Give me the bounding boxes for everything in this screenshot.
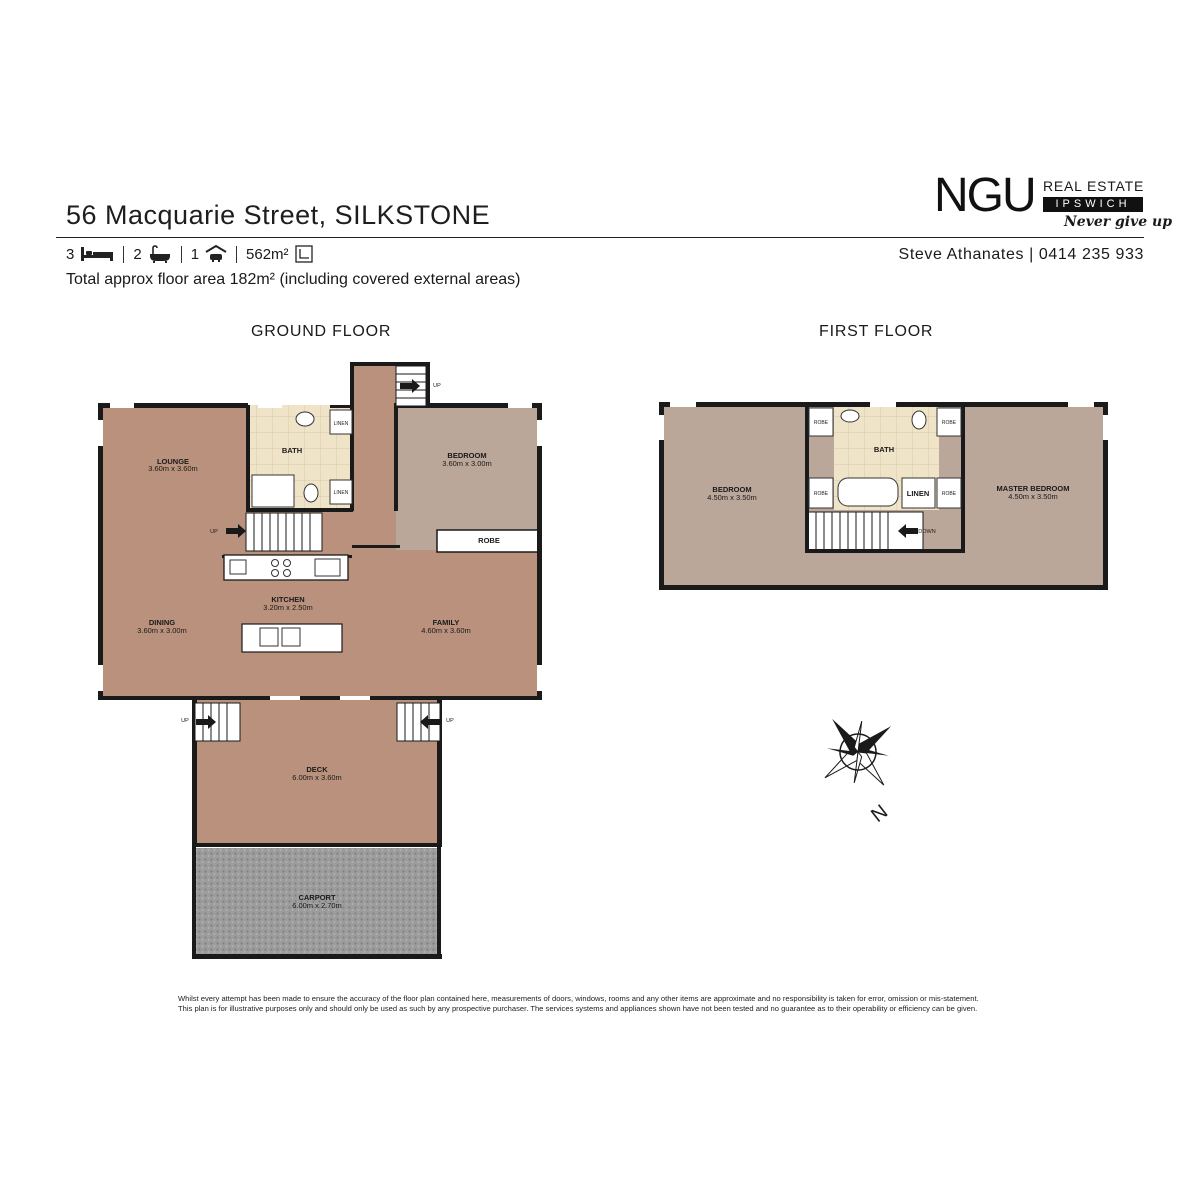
room-name-deck: DECK	[306, 765, 328, 774]
room-size-deck: 6.00m x 3.60m	[292, 773, 342, 782]
room-size-bedroom-f: 4.50m x 3.50m	[707, 493, 757, 502]
bed-count: 3	[66, 245, 75, 263]
robe-f1-box	[808, 407, 834, 437]
property-stats: 3 2 1 562m²	[66, 245, 313, 263]
kitchen-island	[241, 623, 343, 653]
room-size-kitchen: 3.20m x 2.50m	[263, 603, 313, 612]
room-name-robe-f3: ROBE	[814, 491, 829, 497]
linen-cupboard-2	[329, 479, 353, 505]
brand-logo: NGU	[934, 169, 1037, 222]
first-floor-label: FIRST FLOOR	[819, 323, 934, 340]
compass-icon	[824, 718, 892, 786]
room-name-lounge: LOUNGE	[157, 457, 189, 466]
bathtub-fixture	[837, 477, 899, 507]
robe-f2-box	[936, 407, 962, 437]
oven-icon	[229, 559, 247, 575]
disclaimer-line-2: This plan is for illustrative purposes o…	[178, 1004, 978, 1013]
car-garage-icon	[205, 245, 227, 262]
room-name-robe-f1: ROBE	[814, 420, 829, 426]
disclaimer-line-1: Whilst every attempt has been made to en…	[178, 994, 979, 1003]
toilet-icon	[303, 483, 319, 503]
stair-label-up-deck-right: UP	[446, 718, 454, 724]
basin-icon	[295, 411, 315, 427]
room-name-robe-f4: ROBE	[942, 491, 957, 497]
room-name-master: MASTER BEDROOM	[997, 484, 1070, 493]
room-size-bedroom-g: 3.60m x 3.00m	[442, 459, 492, 468]
car-count: 1	[190, 245, 200, 263]
disclaimer: Whilst every attempt has been made to en…	[178, 994, 1038, 1014]
arrow-icon	[400, 379, 420, 393]
total-floor-area: Total approx floor area 182m² (including…	[66, 271, 521, 288]
bathtub-icon	[149, 245, 170, 263]
carport-gravel	[195, 848, 440, 954]
room-name-bedroom-g: BEDROOM	[447, 451, 486, 460]
arrow-icon	[196, 715, 216, 729]
room-name-linen-g1: LINEN	[334, 421, 349, 427]
ground-floor-plan	[98, 362, 542, 959]
room-size-lounge: 3.60m x 3.60m	[148, 464, 198, 473]
bed-icon	[81, 247, 114, 261]
room-name-bedroom-f: BEDROOM	[712, 485, 751, 494]
basin-icon	[840, 409, 860, 423]
room-name-bath-g: BATH	[282, 446, 302, 455]
stat-separator	[180, 245, 182, 263]
room-name-kitchen: KITCHEN	[271, 595, 304, 604]
arrow-icon	[420, 715, 440, 729]
stair-label-up-top: UP	[433, 383, 441, 389]
bath-count: 2	[133, 245, 142, 263]
compass-north-label: N	[867, 801, 892, 827]
linen-cupboard-1	[329, 409, 353, 435]
room-size-family: 4.60m x 3.60m	[421, 626, 471, 635]
room-name-carport: CARPORT	[298, 893, 336, 902]
stat-separator	[123, 245, 125, 263]
stair-label-down: DOWN	[918, 529, 935, 535]
brand-line-1: REAL ESTATE	[1043, 178, 1145, 194]
room-size-master: 4.50m x 3.50m	[1008, 492, 1058, 501]
brand-line-2: IPSWICH	[1043, 197, 1143, 212]
arrow-icon	[898, 524, 918, 538]
ground-floor-label: GROUND FLOOR	[251, 323, 392, 340]
room-name-linen-g2: LINEN	[334, 490, 349, 496]
robe-f4-box	[936, 477, 962, 509]
room-name-linen-f: LINEN	[907, 489, 930, 498]
brand-tagline: Never give up	[1064, 214, 1172, 230]
robe-f3-box	[808, 477, 834, 509]
agent-contact: Steve Athanates | 0414 235 933	[898, 246, 1144, 263]
stairs-internal	[245, 512, 323, 552]
arrow-icon	[226, 524, 246, 538]
room-name-family: FAMILY	[433, 618, 460, 627]
bedroom-carpet	[396, 407, 540, 550]
room-name-robe-f2: ROBE	[942, 420, 957, 426]
room-name-robe-g: ROBE	[478, 536, 500, 545]
room-size-dining: 3.60m x 3.00m	[137, 626, 187, 635]
room-name-bath-f: BATH	[874, 445, 894, 454]
stair-label-up-mid: UP	[210, 529, 218, 535]
room-name-dining: DINING	[149, 618, 175, 627]
first-floor-plan	[659, 402, 1108, 590]
stair-label-up-deck-left: UP	[181, 718, 189, 724]
land-size: 562m²	[246, 245, 289, 263]
header-divider	[56, 237, 1144, 238]
sink-icon	[259, 627, 279, 647]
property-address: 56 Macquarie Street, SILKSTONE	[66, 200, 491, 230]
cooktop-icon	[271, 559, 279, 567]
shower-icon	[251, 474, 295, 508]
linen-f-box	[901, 477, 936, 509]
room-size-carport: 6.00m x 2.70m	[292, 901, 342, 910]
toilet-icon	[911, 410, 927, 430]
stat-separator	[236, 245, 238, 263]
land-area-icon	[294, 245, 313, 263]
